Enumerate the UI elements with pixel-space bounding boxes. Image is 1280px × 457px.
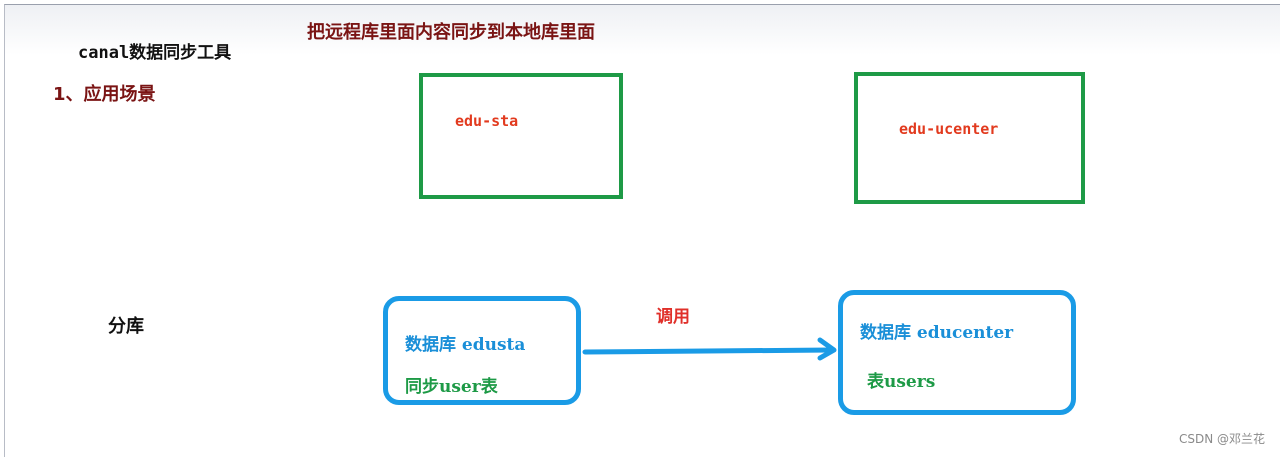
service-box-edu-ucenter <box>854 72 1085 204</box>
page-title: canal数据同步工具 <box>78 43 232 63</box>
database-box-educenter <box>838 290 1076 415</box>
table-label-edusta: 同步user表 <box>405 377 498 397</box>
watermark: CSDN @邓兰花 <box>1178 432 1265 446</box>
split-label: 分库 <box>108 316 144 337</box>
call-label: 调用 <box>656 307 690 327</box>
slide-canvas <box>4 4 1280 457</box>
call-arrow-shaft <box>582 347 835 355</box>
call-arrow <box>582 337 837 361</box>
section-heading: 1、应用场景 <box>53 84 156 105</box>
heading-note: 把远程库里面内容同步到本地库里面 <box>307 22 595 43</box>
table-label-educenter: 表users <box>867 372 936 392</box>
database-label-educenter: 数据库 educenter <box>860 323 1014 343</box>
call-arrow-head <box>817 337 837 361</box>
database-label-edusta: 数据库 edusta <box>405 335 526 355</box>
service-label-edu-ucenter: edu-ucenter <box>899 120 999 138</box>
service-label-edu-sta: edu-sta <box>455 112 519 130</box>
database-box-edusta <box>383 296 581 405</box>
service-box-edu-sta <box>419 73 623 199</box>
